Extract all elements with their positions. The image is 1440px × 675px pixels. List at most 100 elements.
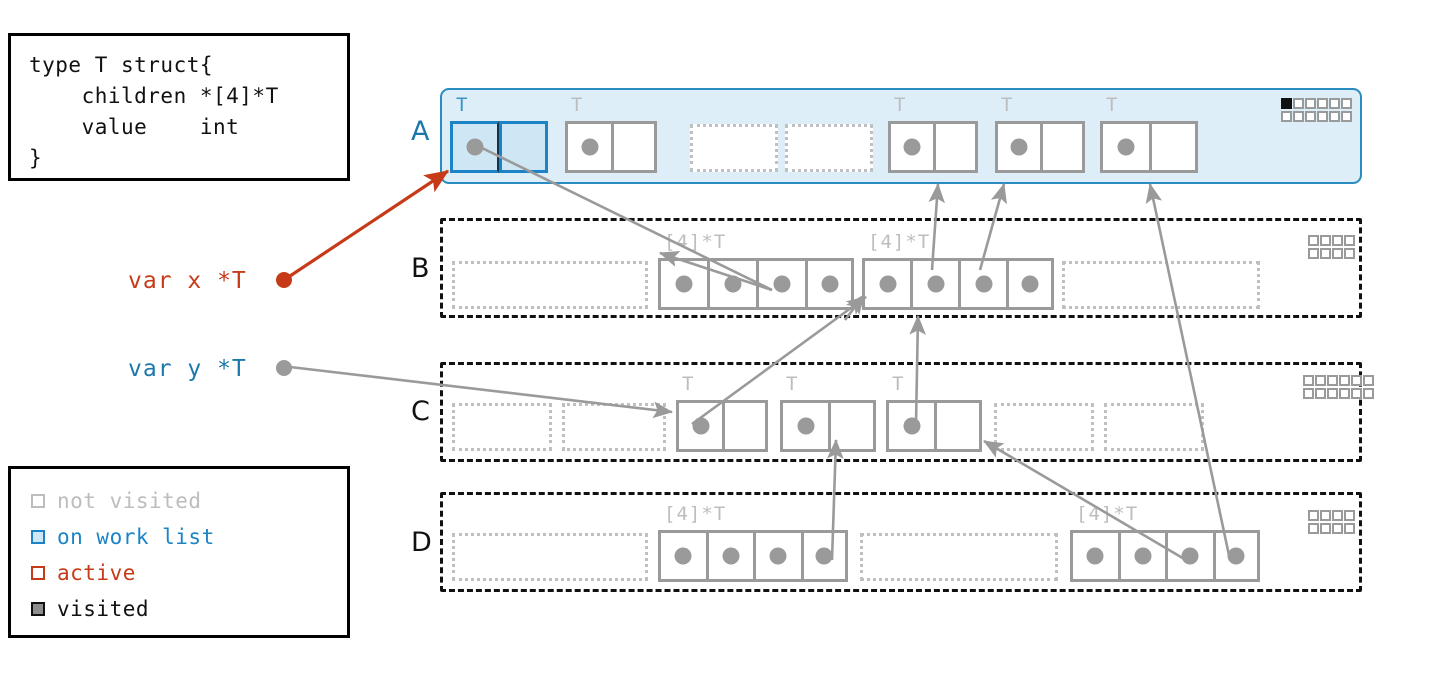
bitmap-row — [1308, 235, 1356, 246]
bitmap-cell — [1332, 235, 1343, 246]
object-cell — [707, 258, 756, 310]
variable-pointer-dot-x — [276, 272, 292, 288]
bitmap-row — [1303, 388, 1375, 399]
bitmap-row — [1308, 510, 1356, 521]
object-type-label-a4: T — [894, 94, 907, 116]
bitmap-cell — [1308, 523, 1319, 534]
bitmap-cell — [1303, 388, 1314, 399]
bitmap-cell — [1351, 375, 1362, 386]
free-slot-a2 — [690, 124, 778, 172]
object-cell — [705, 530, 753, 582]
legend-item-active: active — [31, 555, 347, 591]
object-cell — [888, 121, 933, 173]
object-type-label-d3: [4]*T — [1076, 503, 1139, 525]
bitmap-cell — [1317, 111, 1328, 122]
code-line-3: } — [29, 146, 43, 170]
pointer-dot-icon — [1117, 138, 1135, 156]
object-cell — [611, 121, 657, 173]
legend-swatch-active-icon — [31, 566, 45, 580]
code-line-2: value int — [29, 115, 240, 139]
bitmap-cell — [1308, 235, 1319, 246]
object-cell — [995, 121, 1040, 173]
bitmap-cell — [1332, 510, 1343, 521]
heap-struct-object-a4[interactable] — [888, 121, 978, 173]
heap-struct-object-c2[interactable] — [676, 400, 768, 452]
object-cell — [805, 258, 854, 310]
object-cell — [753, 530, 801, 582]
pointer-dot-icon — [1134, 547, 1152, 565]
pointer-dot-icon — [675, 275, 693, 293]
heap-struct-object-a6[interactable] — [1100, 121, 1198, 173]
pointer-dot-icon — [975, 275, 992, 293]
legend-label-not-visited: not visited — [57, 489, 202, 513]
bitmap-cell — [1332, 248, 1343, 259]
bitmap-cell — [1315, 375, 1326, 386]
object-cell — [828, 400, 876, 452]
pointer-dot-icon — [674, 547, 692, 565]
bitmap-cell — [1308, 248, 1319, 259]
allocation-bitmap-icon-d — [1308, 510, 1356, 536]
pointer-dot-icon — [927, 275, 944, 293]
pointer-dot-icon — [903, 417, 920, 435]
heap-array-object-d3[interactable] — [1070, 530, 1260, 582]
heap-struct-object-a0[interactable] — [450, 121, 548, 173]
object-cell — [886, 400, 934, 452]
allocation-bitmap-icon-b — [1308, 235, 1356, 261]
bitmap-cell — [1339, 388, 1350, 399]
bitmap-cell — [1281, 111, 1292, 122]
pointer-dot-icon — [1010, 138, 1028, 156]
bitmap-cell — [1317, 98, 1328, 109]
legend-item-not-visited: not visited — [31, 483, 347, 519]
pointer-dot-icon — [1227, 547, 1245, 565]
object-cell — [862, 258, 910, 310]
heap-struct-object-a1[interactable] — [565, 121, 657, 173]
bitmap-cell — [1344, 235, 1355, 246]
object-cell — [1070, 530, 1118, 582]
object-cell — [676, 400, 722, 452]
object-type-label-c2: T — [682, 373, 695, 395]
free-slot-d0 — [452, 533, 648, 581]
type-definition-box: type T struct{ children *[4]*T value int… — [8, 33, 350, 181]
free-slot-c6 — [1104, 403, 1204, 451]
bitmap-cell — [1320, 523, 1331, 534]
legend-swatch-on-work-list-icon — [31, 530, 45, 544]
object-cell — [565, 121, 611, 173]
bitmap-cell — [1329, 98, 1340, 109]
object-type-label-a0: T — [456, 94, 469, 116]
row-label-d: D — [411, 527, 432, 558]
free-slot-b3 — [1062, 261, 1260, 309]
free-slot-a3 — [785, 124, 873, 172]
pointer-dot-icon — [773, 275, 791, 293]
bitmap-cell — [1305, 111, 1316, 122]
heap-struct-object-c3[interactable] — [780, 400, 876, 452]
heap-array-object-b1[interactable] — [658, 258, 854, 310]
object-cell — [658, 258, 707, 310]
allocation-bitmap-icon-a — [1281, 98, 1353, 124]
heap-array-object-b2[interactable] — [862, 258, 1054, 310]
object-cell — [756, 258, 805, 310]
object-cell — [933, 121, 978, 173]
object-type-label-a1: T — [571, 94, 584, 116]
free-slot-c0 — [452, 403, 552, 451]
free-slot-c1 — [562, 403, 666, 451]
bitmap-cell — [1344, 523, 1355, 534]
object-type-label-c4: T — [892, 373, 905, 395]
heap-struct-object-a5[interactable] — [995, 121, 1085, 173]
heap-struct-object-c4[interactable] — [886, 400, 982, 452]
object-type-label-b2: [4]*T — [868, 231, 931, 253]
free-slot-c5 — [994, 403, 1094, 451]
bitmap-cell — [1308, 510, 1319, 521]
free-slot-b0 — [452, 261, 648, 309]
bitmap-cell — [1351, 388, 1362, 399]
legend-label-visited: visited — [57, 597, 150, 621]
pointer-dot-icon — [903, 138, 921, 156]
bitmap-cell — [1341, 111, 1352, 122]
heap-array-object-d1[interactable] — [658, 530, 848, 582]
bitmap-cell — [1281, 98, 1292, 109]
pointer-dot-icon — [1021, 275, 1039, 293]
object-cell — [450, 121, 499, 173]
object-cell — [1006, 258, 1054, 310]
legend-item-on-work-list: on work list — [31, 519, 347, 555]
pointer-dot-icon — [815, 547, 833, 565]
pointer-dot-icon — [769, 547, 787, 565]
